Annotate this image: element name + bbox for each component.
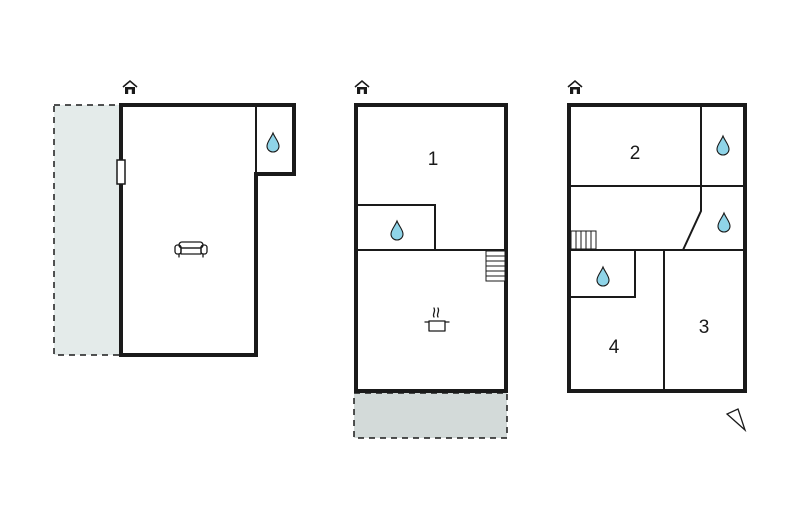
entrance-icon — [122, 80, 138, 95]
stairs-icon — [485, 250, 506, 282]
sofa-icon — [174, 241, 208, 258]
entrance-icon — [354, 80, 370, 95]
door — [116, 159, 126, 185]
water-drop-icon — [596, 266, 610, 287]
interior-walls — [569, 105, 745, 391]
stairs-icon — [570, 230, 597, 250]
floor-plan-right: 2 3 4 — [567, 80, 747, 393]
floor-plan-left — [53, 80, 296, 357]
water-drop-icon — [716, 135, 730, 156]
water-drop-icon — [390, 220, 404, 241]
room-label: 4 — [609, 337, 620, 358]
water-drop-icon — [266, 132, 280, 153]
terrace — [53, 104, 122, 356]
floor-plan-middle: 1 — [353, 80, 508, 439]
room-label: 2 — [630, 143, 641, 164]
terrace — [353, 392, 508, 439]
room-label: 1 — [428, 149, 439, 170]
exterior-walls — [567, 103, 747, 393]
exterior-walls — [354, 103, 508, 393]
room-label: 3 — [699, 317, 710, 338]
water-drop-icon — [717, 212, 731, 233]
interior-walls — [356, 204, 506, 251]
cooking-pot-icon — [424, 307, 450, 332]
entrance-icon — [567, 80, 583, 95]
compass-north-icon — [725, 408, 747, 433]
